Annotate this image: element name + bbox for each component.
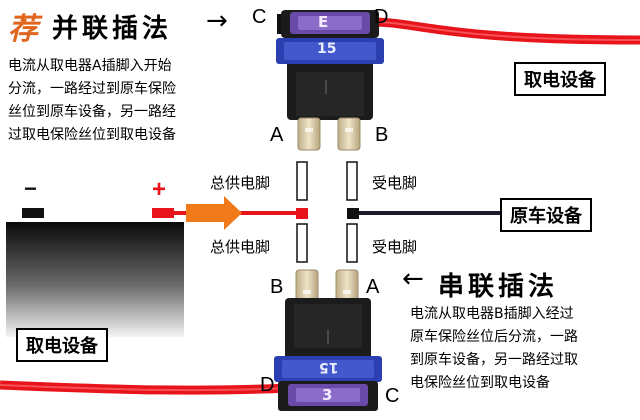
parallel-desc-line: 电流从取电器A插脚入开始: [8, 58, 172, 74]
socket-slot-top-right: [346, 161, 358, 201]
socket-slot-bottom-right: [346, 223, 358, 263]
battery-negative-terminal: [22, 208, 44, 218]
top-letter-c: C: [252, 6, 267, 28]
label-supply-bottom: 总供电脚: [210, 238, 271, 256]
parallel-desc-line: 过取电保险丝位到取电设备: [8, 127, 176, 143]
bottom-letter-c: C: [385, 385, 400, 407]
bottom-letter-d: D: [260, 374, 275, 396]
series-description: 电流从取电器B插脚入经过 原车保险丝位后分流，一路 到原车设备，另一路经过取 电…: [410, 303, 578, 395]
socket-slot-bottom-left: [296, 223, 308, 263]
series-desc-line: 到原车设备，另一路经过取: [410, 352, 578, 368]
parallel-desc-line: 分流，一路经过到原车保险: [8, 81, 176, 97]
bottom-pin-a: [335, 269, 359, 303]
series-arrow: ←: [402, 264, 424, 294]
top-pin-a: [297, 117, 321, 151]
bottom-device-label: 取电设备: [16, 328, 108, 362]
top-pin-b: [337, 117, 361, 151]
bottom-pin-b: [295, 269, 319, 303]
original-device-label: 原车设备: [500, 198, 592, 232]
parallel-description: 电流从取电器A插脚入开始 分流，一路经过到原车保险 丝位到原车设备，另一路经 过…: [8, 55, 176, 147]
parallel-arrow: →: [206, 6, 228, 36]
bottom-letter-a: A: [366, 276, 380, 298]
top-letter-a: A: [270, 124, 284, 146]
parallel-desc-line: 丝位到原车设备，另一路经: [8, 104, 176, 120]
battery-plus-sign: +: [152, 176, 167, 203]
series-desc-line: 电流从取电器B插脚入经过: [410, 306, 574, 322]
bottom-fuse-3-label: 3: [322, 386, 333, 404]
battery-positive-terminal: [152, 208, 174, 218]
top-letter-d: D: [374, 6, 389, 28]
battery-minus-sign: −: [24, 176, 37, 201]
label-receive-top: 受电脚: [372, 174, 418, 192]
series-desc-line: 原车保险丝位后分流，一路: [410, 329, 578, 345]
top-device-label: 取电设备: [514, 62, 606, 96]
label-receive-bottom: 受电脚: [372, 238, 418, 256]
top-fuse-e-label: E: [318, 13, 329, 31]
top-letter-b: B: [375, 124, 389, 146]
series-title: 串联插法: [438, 272, 559, 302]
bottom-letter-b: B: [270, 276, 284, 298]
battery-body: [6, 222, 184, 337]
series-desc-line: 电保险丝位到取电设备: [410, 375, 550, 391]
recommend-mark: 荐: [8, 12, 38, 47]
top-fuse-15-label: 15: [317, 41, 337, 57]
load-wire-terminal: [347, 208, 359, 219]
parallel-title: 并联插法: [52, 14, 173, 44]
socket-slot-top-left: [296, 161, 308, 201]
current-flow-arrow: [186, 196, 242, 230]
label-supply-top: 总供电脚: [210, 174, 271, 192]
bottom-fuse-15-label: 15: [319, 359, 339, 375]
supply-wire-terminal: [296, 208, 308, 219]
